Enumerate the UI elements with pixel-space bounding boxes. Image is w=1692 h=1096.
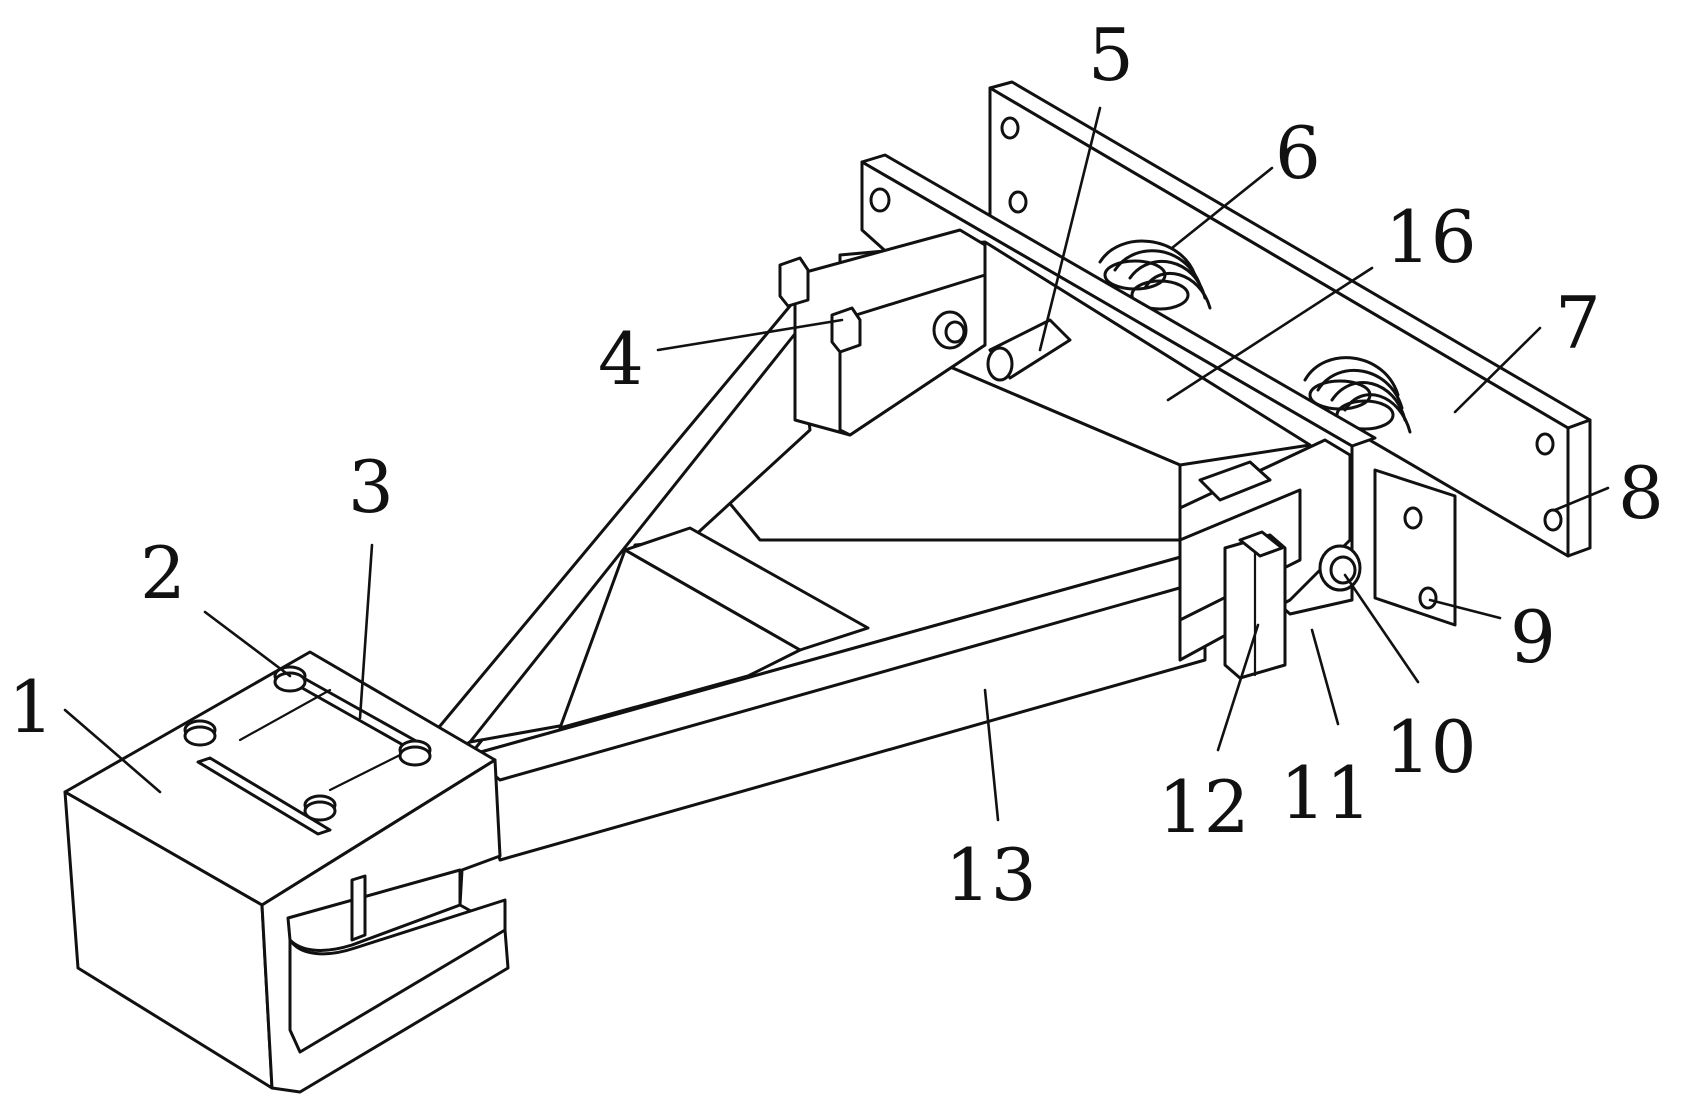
label-5: 5 bbox=[1088, 13, 1134, 97]
front-block bbox=[65, 652, 508, 1092]
label-12: 12 bbox=[1158, 765, 1250, 849]
label-7: 7 bbox=[1555, 281, 1601, 365]
right-end-plate bbox=[1375, 470, 1455, 625]
label-11: 11 bbox=[1280, 751, 1372, 835]
label-16: 16 bbox=[1385, 195, 1477, 279]
label-6: 6 bbox=[1275, 111, 1321, 195]
clip-12 bbox=[1225, 532, 1285, 678]
label-3: 3 bbox=[348, 445, 394, 529]
leader-11 bbox=[1312, 630, 1338, 724]
label-4: 4 bbox=[598, 317, 644, 401]
label-2: 2 bbox=[140, 531, 186, 615]
label-8: 8 bbox=[1618, 451, 1664, 535]
label-1: 1 bbox=[8, 665, 54, 749]
leader-2 bbox=[205, 612, 290, 676]
label-13: 13 bbox=[945, 833, 1037, 917]
label-10: 10 bbox=[1385, 705, 1477, 789]
label-9: 9 bbox=[1510, 595, 1556, 679]
